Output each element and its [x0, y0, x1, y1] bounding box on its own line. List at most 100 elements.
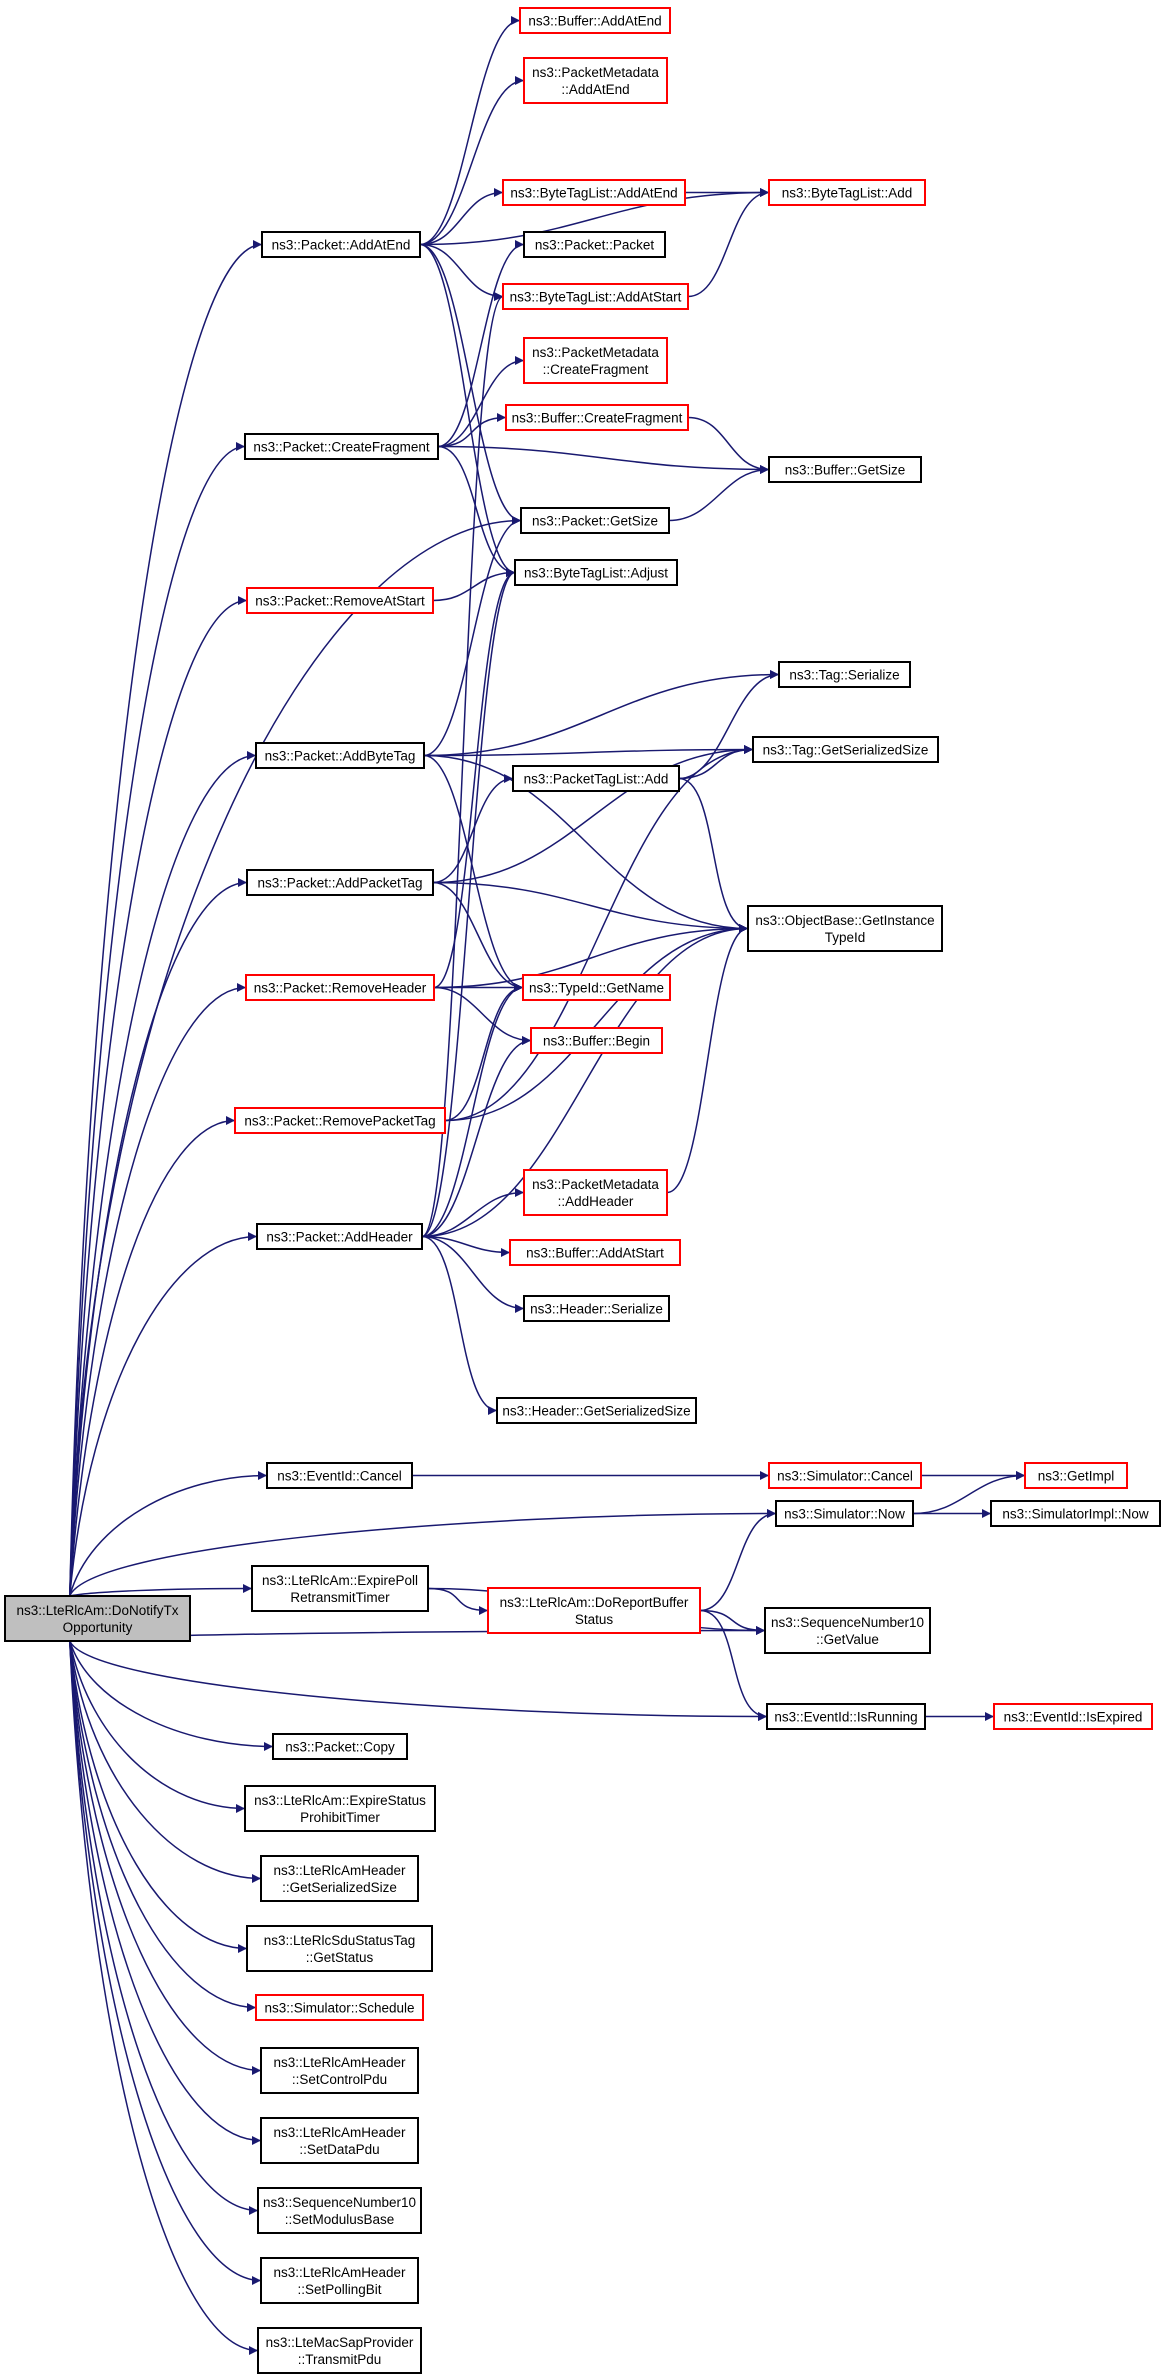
node-addByteTag[interactable]: ns3::Packet::AddByteTag	[255, 742, 425, 769]
node-simCancel[interactable]: ns3::Simulator::Cancel	[768, 1462, 922, 1489]
node-box	[509, 1239, 681, 1266]
edge-root-to-addHeader	[69, 1232, 258, 1597]
node-setPollingBit[interactable]: ns3::LteRlcAmHeader::SetPollingBit	[260, 2257, 419, 2304]
edge-root-to-packetGetSize	[69, 516, 522, 1597]
node-pmCreateFragment[interactable]: ns3::PacketMetadata::CreateFragment	[523, 337, 668, 384]
node-pmAddHeader[interactable]: ns3::PacketMetadata::AddHeader	[523, 1169, 668, 1216]
node-seqGetValue[interactable]: ns3::SequenceNumber10::GetValue	[764, 1607, 931, 1654]
edge-removeHeader-to-bufBegin	[433, 986, 532, 1045]
node-setModulusBase[interactable]: ns3::SequenceNumber10::SetModulusBase	[257, 2187, 422, 2234]
node-label: ::GetValue	[816, 1632, 879, 1647]
node-label: ns3::Packet::AddByteTag	[265, 749, 416, 764]
node-label: ns3::ByteTagList::Add	[782, 186, 913, 201]
node-copy[interactable]: ns3::Packet::Copy	[272, 1733, 408, 1760]
node-label: ns3::Packet::AddHeader	[266, 1230, 413, 1245]
node-bufAddAtStart[interactable]: ns3::Buffer::AddAtStart	[509, 1239, 681, 1266]
node-removePacketTag[interactable]: ns3::Packet::RemovePacketTag	[234, 1107, 446, 1134]
node-getImpl[interactable]: ns3::GetImpl	[1024, 1462, 1128, 1489]
node-label: TypeId	[825, 930, 866, 945]
node-removeAtStart[interactable]: ns3::Packet::RemoveAtStart	[246, 587, 434, 614]
node-label: ns3::Buffer::AddAtEnd	[528, 14, 661, 29]
node-label: ns3::LteRlcSduStatusTag	[264, 1933, 416, 1948]
node-pmAddAtEnd[interactable]: ns3::PacketMetadata::AddAtEnd	[523, 57, 668, 104]
edge-addByteTag-to-objGetInstanceTypeId	[423, 754, 749, 933]
node-label: ::CreateFragment	[543, 362, 649, 377]
node-label: ns3::Simulator::Schedule	[264, 2001, 414, 2016]
edge-removeHeader-to-objGetInstanceTypeId	[433, 924, 749, 989]
node-setDataPdu[interactable]: ns3::LteRlcAmHeader::SetDataPdu	[260, 2117, 419, 2164]
node-btlAdd[interactable]: ns3::ByteTagList::Add	[768, 179, 926, 206]
node-eventCancel[interactable]: ns3::EventId::Cancel	[266, 1462, 413, 1489]
node-headerGetSerSize[interactable]: ns3::Header::GetSerializedSize	[496, 1397, 697, 1424]
node-simImplNow[interactable]: ns3::SimulatorImpl::Now	[990, 1500, 1161, 1527]
node-simNow[interactable]: ns3::Simulator::Now	[775, 1500, 914, 1527]
node-box	[523, 231, 666, 258]
node-bufCreateFragment[interactable]: ns3::Buffer::CreateFragment	[505, 404, 689, 431]
node-eventIsRunning[interactable]: ns3::EventId::IsRunning	[766, 1703, 926, 1730]
edge-expirePoll-to-doReportBuffer	[427, 1587, 489, 1615]
node-box	[272, 1733, 408, 1760]
node-label: ns3::LteMacSapProvider	[266, 2335, 414, 2350]
node-label: ns3::Simulator::Cancel	[777, 1469, 913, 1484]
node-box	[768, 179, 926, 206]
node-tagGetSerSize[interactable]: ns3::Tag::GetSerializedSize	[752, 736, 939, 763]
node-label: ns3::Buffer::AddAtStart	[526, 1246, 664, 1261]
edge-createFragment-to-bufCreateFragment	[437, 413, 507, 448]
node-eventIsExpired[interactable]: ns3::EventId::IsExpired	[993, 1703, 1153, 1730]
node-box	[487, 1587, 701, 1634]
node-hdrGetSerSize[interactable]: ns3::LteRlcAmHeader::GetSerializedSize	[260, 1855, 419, 1902]
node-bufBegin[interactable]: ns3::Buffer::Begin	[530, 1027, 663, 1054]
edge-root-to-removeHeader	[69, 983, 247, 1597]
edge-addHeader-to-objGetInstanceTypeId	[421, 924, 749, 1238]
node-btlAddAtStart[interactable]: ns3::ByteTagList::AddAtStart	[502, 283, 689, 310]
node-headerSerialize[interactable]: ns3::Header::Serialize	[523, 1295, 670, 1322]
node-bufGetSize[interactable]: ns3::Buffer::GetSize	[768, 456, 922, 483]
node-label: ns3::LteRlcAm::DoReportBuffer	[500, 1595, 689, 1610]
edge-root-to-setDataPdu	[69, 1640, 262, 2145]
node-addAtEnd[interactable]: ns3::Packet::AddAtEnd	[261, 231, 421, 258]
node-label: Status	[575, 1612, 614, 1627]
node-btlAdjust[interactable]: ns3::ByteTagList::Adjust	[514, 559, 678, 586]
node-label: ns3::PacketTagList::Add	[524, 772, 669, 787]
node-tagSerialize[interactable]: ns3::Tag::Serialize	[778, 661, 911, 688]
node-box	[775, 1500, 914, 1527]
edge-root-to-setControlPdu	[69, 1640, 262, 2075]
node-box	[523, 57, 668, 104]
edge-createFragment-to-packetCtor	[437, 240, 525, 448]
node-label: ns3::EventId::IsRunning	[774, 1710, 917, 1725]
node-createFragment[interactable]: ns3::Packet::CreateFragment	[244, 433, 439, 460]
node-label: ns3::Packet::RemoveHeader	[254, 981, 427, 996]
node-sduGetStatus[interactable]: ns3::LteRlcSduStatusTag::GetStatus	[246, 1925, 433, 1972]
node-box	[505, 404, 689, 431]
node-box	[523, 1295, 670, 1322]
node-packetGetSize[interactable]: ns3::Packet::GetSize	[520, 507, 670, 534]
node-box	[260, 2117, 419, 2164]
edge-addPacketTag-to-objGetInstanceTypeId	[432, 881, 749, 933]
node-box	[260, 2047, 419, 2094]
node-typeIdGetName[interactable]: ns3::TypeId::GetName	[522, 974, 671, 1001]
node-bufAddAtEnd[interactable]: ns3::Buffer::AddAtEnd	[519, 7, 671, 34]
node-label: ns3::Packet::Packet	[535, 238, 655, 253]
node-packetCtor[interactable]: ns3::Packet::Packet	[523, 231, 666, 258]
node-setControlPdu[interactable]: ns3::LteRlcAmHeader::SetControlPdu	[260, 2047, 419, 2094]
node-removeHeader[interactable]: ns3::Packet::RemoveHeader	[245, 974, 435, 1001]
node-label: ns3::LteRlcAmHeader	[273, 2125, 406, 2140]
node-label: ns3::Packet::AddAtEnd	[272, 238, 411, 253]
node-label: ns3::LteRlcAm::ExpireStatus	[254, 1793, 426, 1808]
edge-doReportBuffer-to-seqGetValue	[699, 1609, 766, 1635]
node-btlAddAtEnd[interactable]: ns3::ByteTagList::AddAtEnd	[502, 179, 686, 206]
edge-addAtEnd-to-btlAddAtStart	[419, 243, 504, 301]
edge-addByteTag-to-packetGetSize	[423, 516, 522, 757]
node-simSchedule[interactable]: ns3::Simulator::Schedule	[255, 1994, 424, 2021]
node-ptlAdd[interactable]: ns3::PacketTagList::Add	[512, 765, 680, 792]
node-transmitPdu[interactable]: ns3::LteMacSapProvider::TransmitPdu	[257, 2327, 422, 2374]
node-addHeader[interactable]: ns3::Packet::AddHeader	[256, 1223, 423, 1250]
edge-doReportBuffer-to-eventIsRunning	[699, 1609, 768, 1721]
edge-addHeader-to-btlAddAtStart	[421, 292, 504, 1238]
node-addPacketTag[interactable]: ns3::Packet::AddPacketTag	[246, 869, 434, 896]
